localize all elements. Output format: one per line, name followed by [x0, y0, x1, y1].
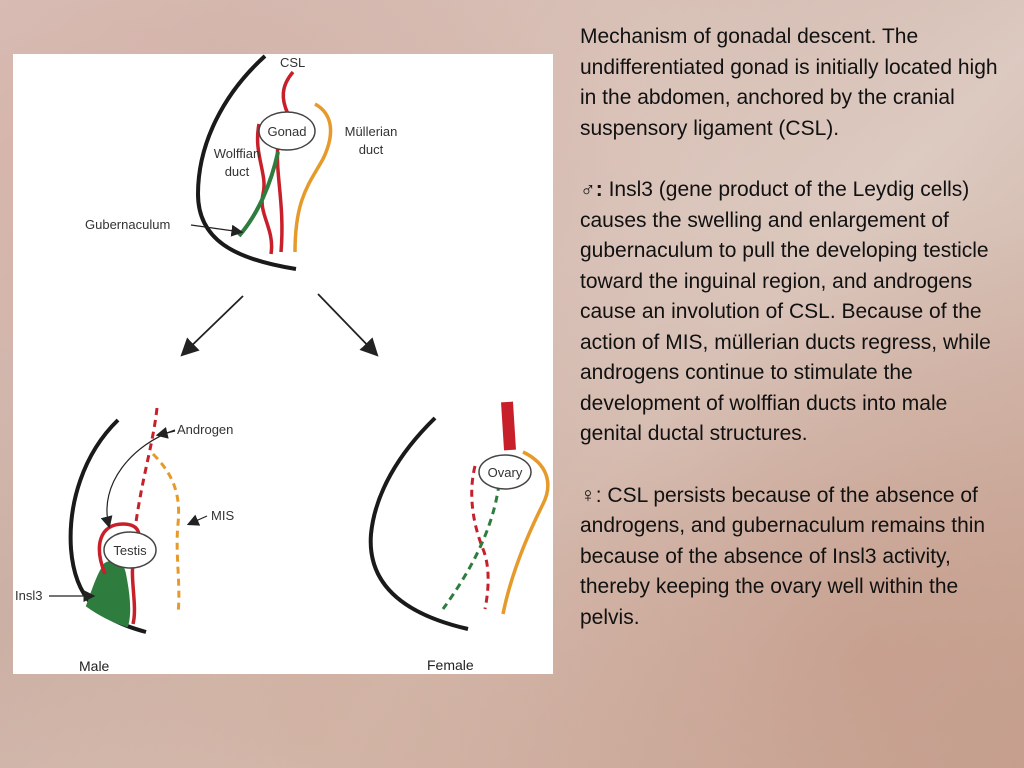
mullerian-duct-label-line2: duct	[359, 142, 384, 157]
male-androgen-csl-dashed	[134, 407, 159, 523]
caption-intro: Mechanism of gonadal descent. The undiff…	[580, 25, 998, 140]
female-csl-persisting	[501, 401, 516, 451]
wolffian-duct-label-line1: Wolffian	[214, 146, 261, 161]
testis-label: Testis	[113, 543, 147, 558]
insl3-label: Insl3	[15, 588, 42, 603]
gubernaculum-pointer	[190, 224, 244, 237]
female-symbol: ♀	[580, 483, 596, 507]
mullerian-duct-label-line1: Müllerian	[345, 124, 398, 139]
wolffian-duct-label-line2: duct	[225, 164, 250, 179]
top-mullerian-duct	[293, 102, 333, 253]
female-label: Female	[427, 657, 474, 673]
top-body-wall	[195, 54, 297, 271]
male-mis-mullerian-dashed	[151, 452, 181, 615]
female-ovary	[478, 454, 532, 490]
gonad-label: Gonad	[267, 124, 306, 139]
gubernaculum-label: Gubernaculum	[85, 217, 170, 232]
arrow-to-male	[180, 295, 244, 357]
caption-female-text: : CSL persists because of the absence of…	[580, 483, 986, 629]
male-gubernaculum	[85, 560, 131, 628]
caption-female-paragraph: ♀: CSL persists because of the absence o…	[580, 481, 1000, 634]
mis-pointer	[186, 514, 208, 526]
ovary-label: Ovary	[488, 465, 523, 480]
top-gonad	[258, 111, 316, 151]
androgen-pointer	[100, 429, 176, 529]
male-label: Male	[79, 658, 110, 674]
male-testis	[103, 531, 157, 569]
mis-label: MIS	[211, 508, 234, 523]
figure-panel: Gonad CSL Wolffian duct Müllerian duct G…	[13, 54, 553, 674]
androgen-label: Androgen	[177, 422, 233, 437]
gonadal-descent-diagram: Gonad CSL Wolffian duct Müllerian duct G…	[15, 54, 550, 674]
female-body-wall	[368, 416, 469, 631]
male-symbol: ♂:	[580, 178, 603, 201]
androgen-short-pointer	[155, 426, 176, 439]
caption-male-paragraph: ♂: Insl3 (gene product of the Leydig cel…	[580, 175, 1000, 450]
top-csl-line	[281, 70, 295, 115]
arrow-to-female	[317, 293, 379, 357]
csl-label: CSL	[280, 55, 305, 70]
caption-text: Mechanism of gonadal descent. The undiff…	[580, 22, 1000, 664]
female-mullerian-duct	[501, 450, 550, 615]
female-wolffian-dashed	[470, 465, 490, 610]
top-gubernaculum	[237, 151, 280, 238]
caption-male-text: Insl3 (gene product of the Leydig cells)…	[580, 178, 991, 445]
